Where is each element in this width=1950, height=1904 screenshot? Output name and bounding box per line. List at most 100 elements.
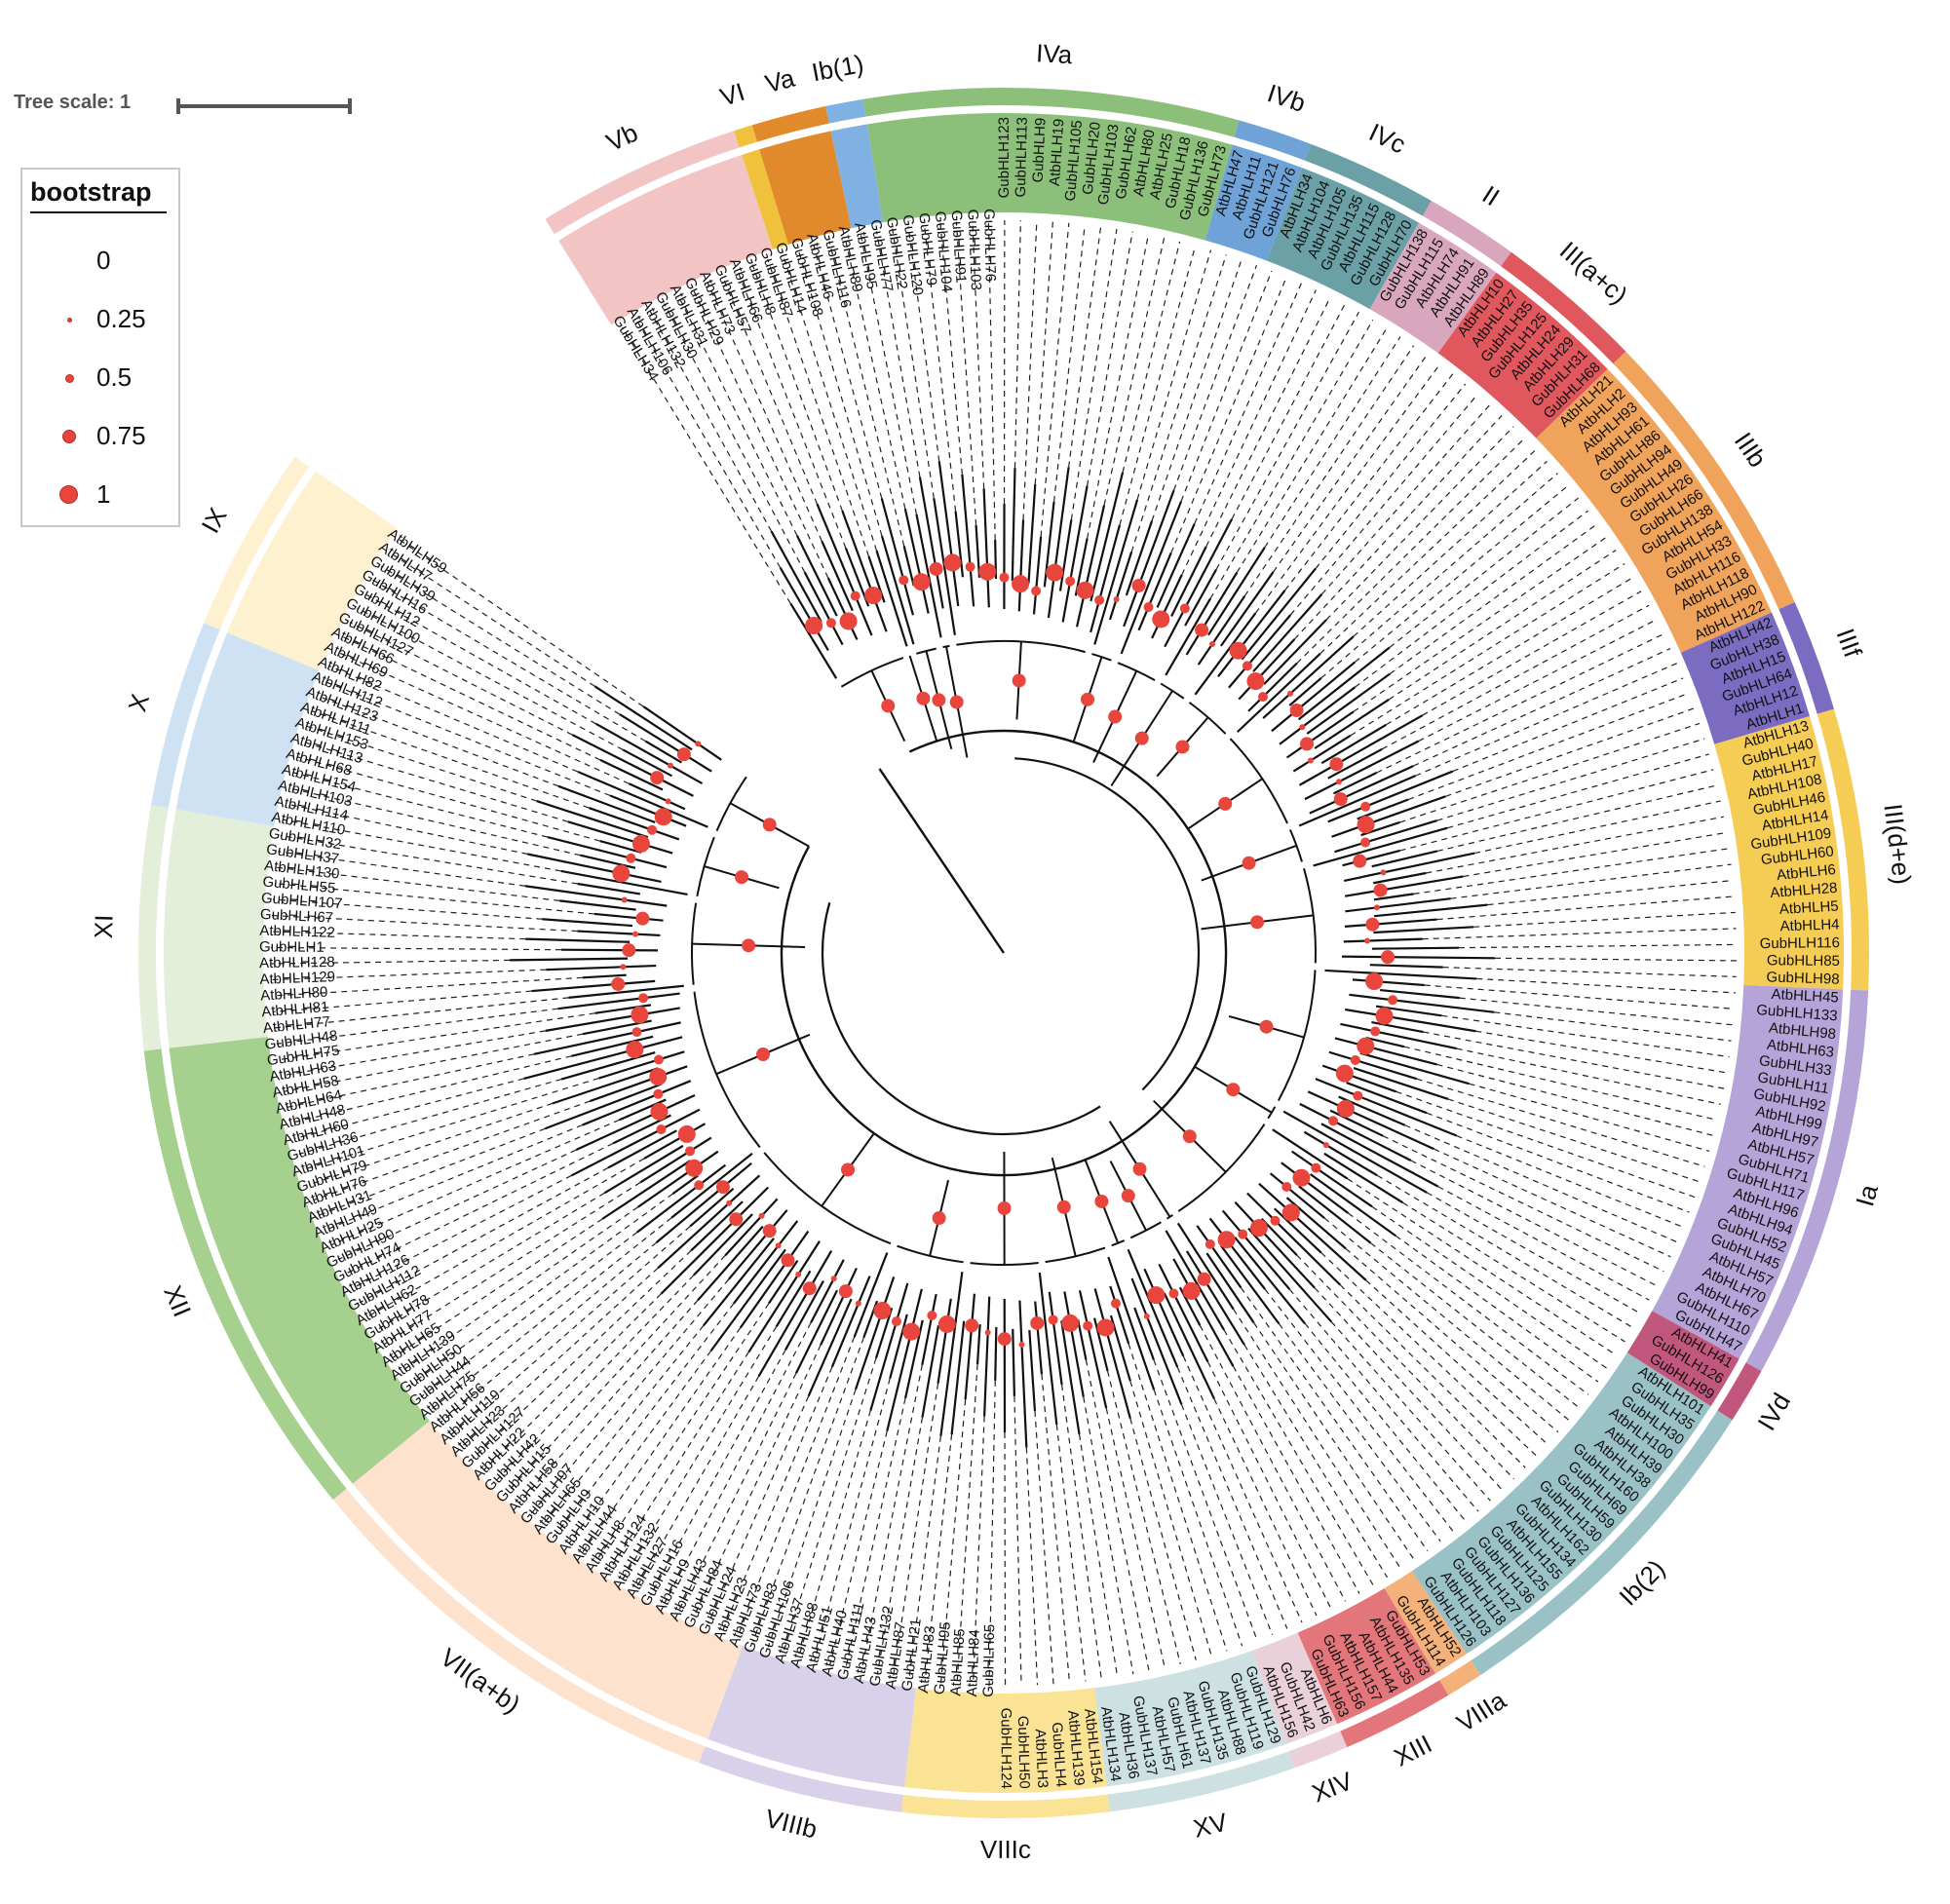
leaf-label: AtbHLH98 bbox=[1768, 1019, 1837, 1043]
clade-band bbox=[1369, 222, 1497, 354]
leaf-guide bbox=[1447, 1098, 1701, 1183]
tip-branch bbox=[1170, 546, 1207, 617]
leaf-guide bbox=[1463, 831, 1727, 878]
bootstrap-node bbox=[1357, 1037, 1375, 1055]
leaf-guide bbox=[782, 253, 878, 552]
clade-band bbox=[352, 1421, 744, 1739]
bootstrap-node bbox=[839, 612, 858, 630]
tip-branch bbox=[921, 1324, 940, 1418]
leaf-guide bbox=[1371, 1205, 1608, 1370]
bootstrap-node bbox=[665, 798, 671, 805]
clade-band bbox=[866, 113, 1233, 241]
tip-branch bbox=[697, 1225, 764, 1302]
leaf-guide bbox=[1382, 1135, 1664, 1273]
tip-branch bbox=[1258, 1182, 1367, 1281]
tip-branch bbox=[1371, 850, 1438, 868]
tip-branch bbox=[1371, 946, 1459, 950]
leaf-guide bbox=[1240, 1287, 1429, 1551]
bootstrap-node bbox=[1336, 1099, 1355, 1118]
bootstrap-legend: bootstrap 0 0.25 0.5 0.75 1 bbox=[20, 168, 180, 527]
tip-branch bbox=[1120, 501, 1183, 655]
leaf-guide bbox=[940, 1399, 967, 1684]
leaf-label: GubHLH116 bbox=[1760, 934, 1840, 952]
tip-branch bbox=[854, 1276, 896, 1390]
tip-branch bbox=[739, 1230, 810, 1329]
tip-branch bbox=[933, 498, 956, 635]
tip-branch bbox=[975, 1324, 981, 1365]
leaf-guide bbox=[280, 834, 578, 885]
leaf-guide bbox=[1279, 1323, 1441, 1542]
leaf-guide bbox=[972, 1416, 985, 1686]
leaf-guide bbox=[1199, 1324, 1347, 1602]
clade-ring-segment bbox=[734, 125, 757, 148]
tip-branch bbox=[1234, 1237, 1306, 1324]
leaf-guide bbox=[301, 741, 569, 822]
bootstrap-node bbox=[631, 1006, 649, 1024]
tip-branch bbox=[803, 571, 844, 646]
bootstrap-node bbox=[1083, 1320, 1093, 1331]
leaf-guide bbox=[1130, 254, 1227, 552]
tip-branch bbox=[598, 1050, 685, 1080]
tip-branch bbox=[869, 1282, 909, 1411]
clade-band bbox=[830, 124, 884, 229]
leaf-guide bbox=[737, 270, 847, 549]
bootstrap-node bbox=[1365, 972, 1384, 991]
leaf-guide bbox=[751, 264, 843, 512]
tip-branch bbox=[1344, 852, 1475, 883]
bootstrap-node bbox=[1373, 904, 1380, 911]
leaf-guide bbox=[1355, 510, 1588, 688]
tip-branch bbox=[547, 836, 668, 869]
bootstrap-node bbox=[1353, 854, 1367, 868]
leaf-guide bbox=[635, 1376, 760, 1588]
leaf-guide bbox=[1437, 1186, 1650, 1301]
leaf-guide bbox=[271, 959, 511, 965]
tip-branch bbox=[1304, 740, 1420, 801]
tip-branch bbox=[1196, 1225, 1243, 1289]
bootstrap-node bbox=[1143, 602, 1154, 613]
leaf-label: AtbHLH4 bbox=[1779, 916, 1839, 934]
bootstrap-node bbox=[965, 1318, 979, 1333]
tip-branch bbox=[689, 1187, 735, 1228]
clade-band bbox=[1384, 1571, 1468, 1674]
leaf-guide bbox=[1487, 879, 1734, 906]
tip-branch bbox=[1373, 926, 1474, 934]
tip-branch bbox=[619, 713, 712, 773]
leaf-guide bbox=[1389, 522, 1598, 675]
leaf-guide bbox=[693, 1345, 822, 1618]
leaf-guide bbox=[664, 1322, 812, 1604]
clade-ring-segment bbox=[1340, 1680, 1449, 1748]
clade-ring-segment bbox=[1501, 251, 1626, 364]
bootstrap-node bbox=[802, 1281, 817, 1296]
tip-branch bbox=[1012, 1328, 1016, 1396]
bootstrap-node bbox=[626, 853, 636, 863]
leaf-label: AtbHLH122 bbox=[259, 923, 335, 941]
leaf-label: GubHLH103 bbox=[964, 209, 984, 290]
leaf-guide bbox=[1176, 1366, 1288, 1629]
tip-branch bbox=[1164, 518, 1234, 648]
bootstrap-node bbox=[1168, 1288, 1179, 1299]
bootstrap-node bbox=[949, 695, 964, 709]
bootstrap-node bbox=[649, 1068, 668, 1086]
clade-label: XIII bbox=[1390, 1729, 1436, 1771]
leaf-guide bbox=[721, 276, 819, 505]
leaf-label: AtbHLH129 bbox=[259, 969, 335, 988]
bootstrap-node bbox=[1012, 673, 1026, 688]
clade-label: IVc bbox=[1364, 117, 1410, 159]
tip-branch bbox=[918, 476, 944, 609]
leaf-guide bbox=[1396, 1090, 1696, 1199]
leaf-guide bbox=[1264, 336, 1401, 549]
leaf-guide bbox=[1345, 1247, 1559, 1433]
clade-ring-segment bbox=[143, 1048, 347, 1501]
leaf-guide bbox=[1386, 577, 1634, 726]
bootstrap-node bbox=[656, 1124, 667, 1135]
tip-branch bbox=[1373, 893, 1414, 901]
clade-arc bbox=[1277, 970, 1317, 1102]
tip-branch bbox=[1165, 597, 1212, 676]
bootstrap-node bbox=[1246, 672, 1265, 691]
leaf-guide bbox=[813, 245, 883, 499]
tip-branch bbox=[536, 800, 649, 839]
tip-branch bbox=[1108, 552, 1133, 621]
tip-branch bbox=[1314, 699, 1390, 749]
leaf-guide bbox=[1288, 1288, 1479, 1512]
leaf-guide bbox=[876, 1417, 924, 1675]
